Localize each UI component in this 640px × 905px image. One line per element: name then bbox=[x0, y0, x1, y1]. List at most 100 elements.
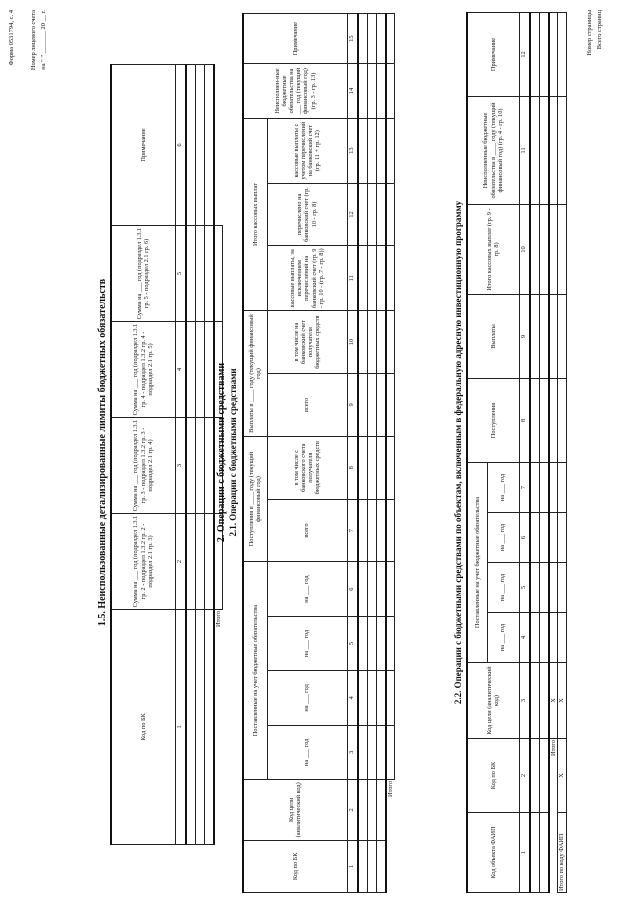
col-number: 1 bbox=[347, 840, 358, 893]
table-cell bbox=[376, 183, 386, 246]
table-cell bbox=[357, 436, 367, 500]
table-cell bbox=[548, 612, 558, 663]
table-cell bbox=[557, 462, 567, 513]
page-number-label: Номер страницы bbox=[586, 10, 593, 56]
table-cell bbox=[539, 662, 549, 739]
table-cell bbox=[367, 183, 376, 246]
section-1-5-title: 1.5. Неиспользованные детализированные л… bbox=[97, 278, 108, 627]
table-cell bbox=[357, 183, 367, 246]
table-cell bbox=[529, 512, 539, 563]
col-number: 8 bbox=[519, 378, 530, 463]
table-cell bbox=[557, 562, 567, 613]
table-cell bbox=[557, 96, 567, 205]
table-cell bbox=[557, 294, 567, 379]
table-cell bbox=[367, 63, 376, 119]
col-number: 7 bbox=[519, 462, 530, 513]
table-cell bbox=[557, 512, 567, 563]
table-cell bbox=[557, 12, 567, 97]
table-cell bbox=[385, 310, 395, 374]
table-cell bbox=[376, 670, 386, 726]
table-cell bbox=[376, 436, 386, 500]
header-receipts-total: всего bbox=[267, 499, 347, 562]
table-cell bbox=[548, 12, 558, 97]
total-pages-label: Всего страниц bbox=[596, 10, 603, 50]
table-cell bbox=[367, 616, 376, 671]
header-faip: Код объекта ФАИП bbox=[467, 812, 519, 893]
table-cell bbox=[376, 118, 386, 184]
table-cell bbox=[539, 462, 549, 513]
table-cell bbox=[557, 378, 567, 463]
table-cell bbox=[367, 670, 376, 726]
table-cell bbox=[385, 373, 395, 437]
x-mark: Х bbox=[548, 662, 558, 739]
header-payouts-incl: в том числе на банковский счет получател… bbox=[267, 310, 347, 374]
header-kbk: Код по БК bbox=[243, 840, 347, 893]
table-cell bbox=[529, 662, 539, 739]
col-number: 2 bbox=[175, 513, 186, 610]
col-number: 4 bbox=[519, 612, 530, 663]
header-year: на ___ год bbox=[487, 562, 519, 613]
table-cell bbox=[539, 738, 549, 813]
table-cell bbox=[357, 725, 367, 780]
table-cell bbox=[357, 13, 367, 64]
table-cell bbox=[376, 499, 386, 562]
x-mark: Х bbox=[557, 662, 567, 739]
limits-table: Код по БК Сумма на ___ год (подраздел 1.… bbox=[110, 64, 223, 845]
header-note: Примечание bbox=[111, 64, 175, 226]
table-cell bbox=[539, 12, 549, 97]
table-cell bbox=[376, 779, 386, 841]
operations-table: Код по БК Код цели (аналитический код) П… bbox=[242, 13, 395, 893]
col-number: 12 bbox=[347, 183, 358, 246]
col-number: 10 bbox=[347, 310, 358, 374]
table-cell bbox=[557, 612, 567, 663]
header-cash-total: Итого кассовых выплат bbox=[243, 118, 267, 311]
table-cell bbox=[529, 204, 539, 295]
header-receipts: Поступления в ____ году (текущий финансо… bbox=[243, 436, 267, 562]
form-label: Форма 0531794, с. 4 bbox=[8, 10, 15, 66]
table-cell bbox=[385, 670, 395, 726]
table-cell bbox=[367, 373, 376, 437]
table-cell bbox=[376, 373, 386, 437]
table-cell bbox=[529, 12, 539, 97]
header-unfulfilled: Неисполнен-ные бюджетные обязательства н… bbox=[243, 63, 347, 119]
table-cell bbox=[557, 204, 567, 295]
header-receipts: Поступления bbox=[467, 378, 519, 463]
section-2-1-title: 2.1. Операции с бюджетными средствами bbox=[228, 368, 238, 537]
header-cash-incl: кассовые выплаты с учетом перечислений н… bbox=[267, 118, 347, 184]
table-cell bbox=[529, 612, 539, 663]
header-sum-1: Сумма на ___ год (подраздел 1.3.1 гр. 2 … bbox=[111, 513, 175, 610]
table-cell bbox=[548, 96, 558, 205]
table-cell bbox=[385, 561, 395, 617]
table-cell bbox=[357, 245, 367, 311]
table-cell bbox=[529, 96, 539, 205]
header-registered: Поставленные на учет бюджетные обязатель… bbox=[243, 561, 267, 780]
faip-table: Код объекта ФАИП Код по БК Код цели (ана… bbox=[466, 12, 567, 893]
table-cell bbox=[548, 462, 558, 513]
header-year: на ___ год bbox=[487, 512, 519, 563]
col-number: 3 bbox=[519, 662, 530, 739]
section-2-title: 2. Операции с бюджетными средствами bbox=[216, 362, 227, 543]
header-registered: Поставленные на учет бюджетные обязатель… bbox=[467, 462, 487, 663]
table-cell bbox=[367, 840, 376, 893]
table-cell bbox=[539, 612, 549, 663]
table-cell bbox=[367, 499, 376, 562]
table-cell bbox=[367, 779, 376, 841]
table-cell bbox=[385, 245, 395, 311]
table-cell bbox=[529, 738, 539, 813]
col-number: 11 bbox=[519, 96, 530, 205]
table-cell bbox=[376, 310, 386, 374]
header-target-code: Код цели (аналитический код) bbox=[243, 779, 347, 841]
total-label: Итого bbox=[385, 779, 395, 893]
section-2-2-title: 2.2. Операции с бюджетными средствами по… bbox=[453, 200, 463, 705]
table-cell bbox=[376, 561, 386, 617]
table-cell bbox=[385, 725, 395, 780]
table-cell bbox=[539, 96, 549, 205]
header-cash-excl: кассовые выплаты, за исключением перечис… bbox=[267, 245, 347, 311]
header-payouts: Выплаты в ____ году (текущий финансовый … bbox=[243, 310, 267, 437]
header-year: на ___ год bbox=[487, 612, 519, 663]
col-number: 12 bbox=[519, 12, 530, 97]
table-cell bbox=[548, 512, 558, 563]
table-cell bbox=[357, 616, 367, 671]
col-number: 8 bbox=[347, 436, 358, 500]
col-number: 1 bbox=[519, 812, 530, 893]
